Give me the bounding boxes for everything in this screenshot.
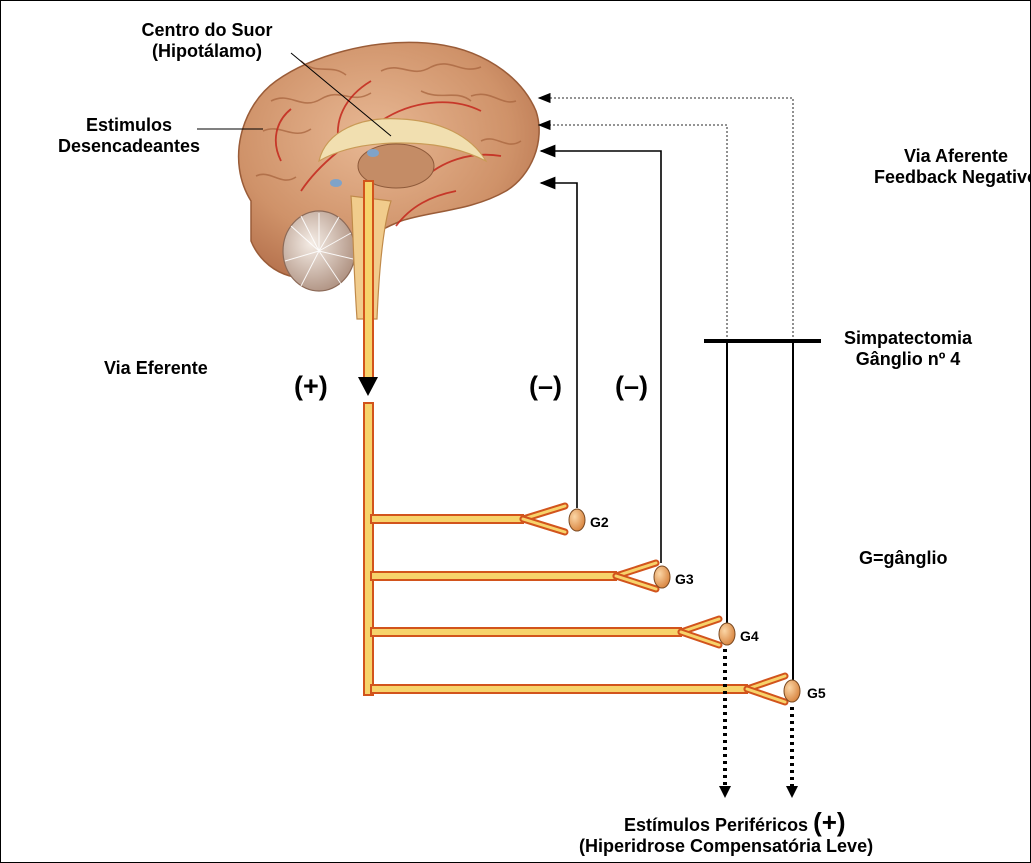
ganglia: [569, 509, 800, 702]
ganglion-g4: [719, 623, 735, 645]
sympathectomy-line2: Gânglio nº 4: [823, 349, 993, 370]
sweat-center-line1: Centro do Suor: [107, 20, 307, 41]
stimuli-label: Estimulos Desencadeantes: [29, 115, 229, 157]
afferent-line1: Via Aferente: [846, 146, 1031, 167]
feedback-line-g3: [541, 151, 661, 563]
peripheral-stimuli-arrows: [719, 649, 798, 798]
ganglion-g3: [654, 566, 670, 588]
efferent-arrow: [358, 377, 378, 396]
ganglion-g2: [569, 509, 585, 531]
branch-terminals: [523, 506, 785, 702]
efferent-nerve: [358, 181, 747, 695]
compensatory-label: (Hiperidrose Compensatória Leve): [579, 836, 873, 857]
afferent-line2: Feedback Negativo: [846, 167, 1031, 188]
sweat-center-label: Centro do Suor (Hipotálamo): [107, 20, 307, 62]
ganglion-legend: G=gânglio: [859, 548, 948, 569]
ganglion-label-g2: G2: [590, 512, 609, 533]
ganglion-g5: [784, 680, 800, 702]
g4-g5-lines: [727, 341, 793, 681]
feedback-sign-2: (–): [615, 371, 648, 401]
peripheral-stimuli-label: Estímulos Periféricos (+): [624, 812, 846, 836]
ganglion-label-g5: G5: [807, 683, 826, 704]
afferent-feedback-lines: [541, 151, 661, 563]
brain-illustration: [239, 42, 540, 319]
peripheral-plus: (+): [813, 807, 846, 837]
feedback-line-g2: [541, 183, 577, 508]
sweat-center-line2: (Hipotálamo): [107, 41, 307, 62]
afferent-label: Via Aferente Feedback Negativo: [846, 146, 1031, 188]
cut-line-g4: [539, 125, 727, 341]
sympathectomy-label: Simpatectomia Gânglio nº 4: [823, 328, 993, 370]
ganglion-label-g4: G4: [740, 626, 759, 647]
stimuli-line1: Estimulos: [29, 115, 229, 136]
stimuli-line2: Desencadeantes: [29, 136, 229, 157]
feedback-sign-1: (–): [529, 371, 562, 401]
efferent-label: Via Eferente: [104, 358, 208, 379]
peripheral-prefix: Estímulos Periféricos: [624, 815, 808, 835]
efferent-sign: (+): [294, 371, 328, 401]
sympathectomy-line1: Simpatectomia: [823, 328, 993, 349]
ganglion-label-g3: G3: [675, 569, 694, 590]
